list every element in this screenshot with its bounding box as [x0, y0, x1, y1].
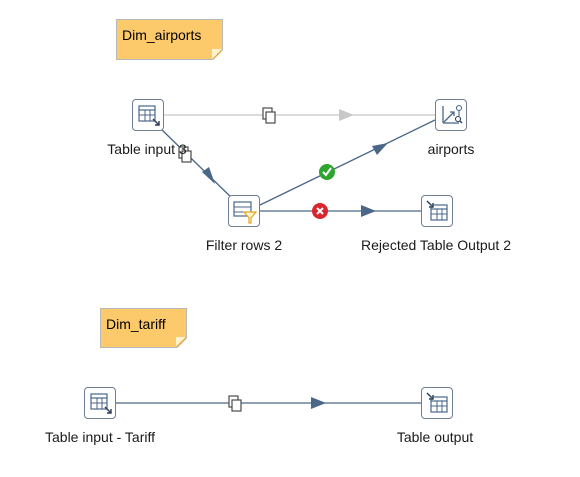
hop-filter-rows-2-to-airports[interactable]	[259, 119, 436, 206]
step-rejected-table-output-2[interactable]	[421, 195, 453, 227]
false-condition-icon	[312, 203, 328, 219]
note-dim-tariff[interactable]: Dim_tariff	[100, 308, 187, 348]
step-table-input-tariff[interactable]	[84, 387, 116, 419]
arrow-head-icon	[361, 205, 376, 217]
step-table-input-3[interactable]	[132, 99, 164, 131]
note-dim-airports[interactable]: Dim_airports	[116, 19, 223, 60]
dimension-lookup-icon	[442, 104, 463, 124]
step-label-table-output: Table output	[396, 429, 474, 445]
table-output-icon	[426, 200, 448, 221]
table-output-icon	[426, 392, 448, 413]
filter-rows-icon	[233, 201, 258, 224]
step-filter-rows-2[interactable]	[228, 195, 260, 227]
hop-table-input-3-to-airports[interactable]	[164, 107, 435, 124]
step-label-table-input-tariff: Table input - Tariff	[45, 429, 155, 445]
hop-filter-rows-2-to-rejected-table-output-2[interactable]	[260, 203, 421, 219]
step-label-rejected-table-output-2: Rejected Table Output 2	[361, 237, 511, 253]
step-label-table-input-3: Table input 3	[107, 141, 187, 157]
hop-table-input-3-to-filter-rows-2[interactable]	[159, 127, 237, 203]
copy-rows-icon	[262, 107, 276, 124]
true-condition-icon	[319, 164, 335, 180]
step-table-output[interactable]	[421, 387, 453, 419]
step-label-airports: airports	[427, 141, 475, 157]
note-fold	[212, 49, 222, 59]
copy-rows-icon	[228, 395, 242, 412]
step-label-filter-rows-2: Filter rows 2	[205, 237, 283, 253]
note-text: Dim_airports	[122, 27, 202, 43]
hop-table-input-tariff-to-table-output[interactable]	[116, 395, 421, 412]
arrow-head-icon	[339, 109, 354, 121]
note-fold	[176, 337, 186, 347]
step-airports[interactable]	[435, 99, 467, 131]
note-text: Dim_tariff	[106, 316, 166, 332]
arrow-head-icon	[202, 167, 215, 184]
arrow-head-icon	[311, 397, 326, 409]
arrow-head-icon	[372, 143, 388, 155]
table-input-icon	[90, 393, 112, 414]
table-input-icon	[138, 105, 160, 126]
